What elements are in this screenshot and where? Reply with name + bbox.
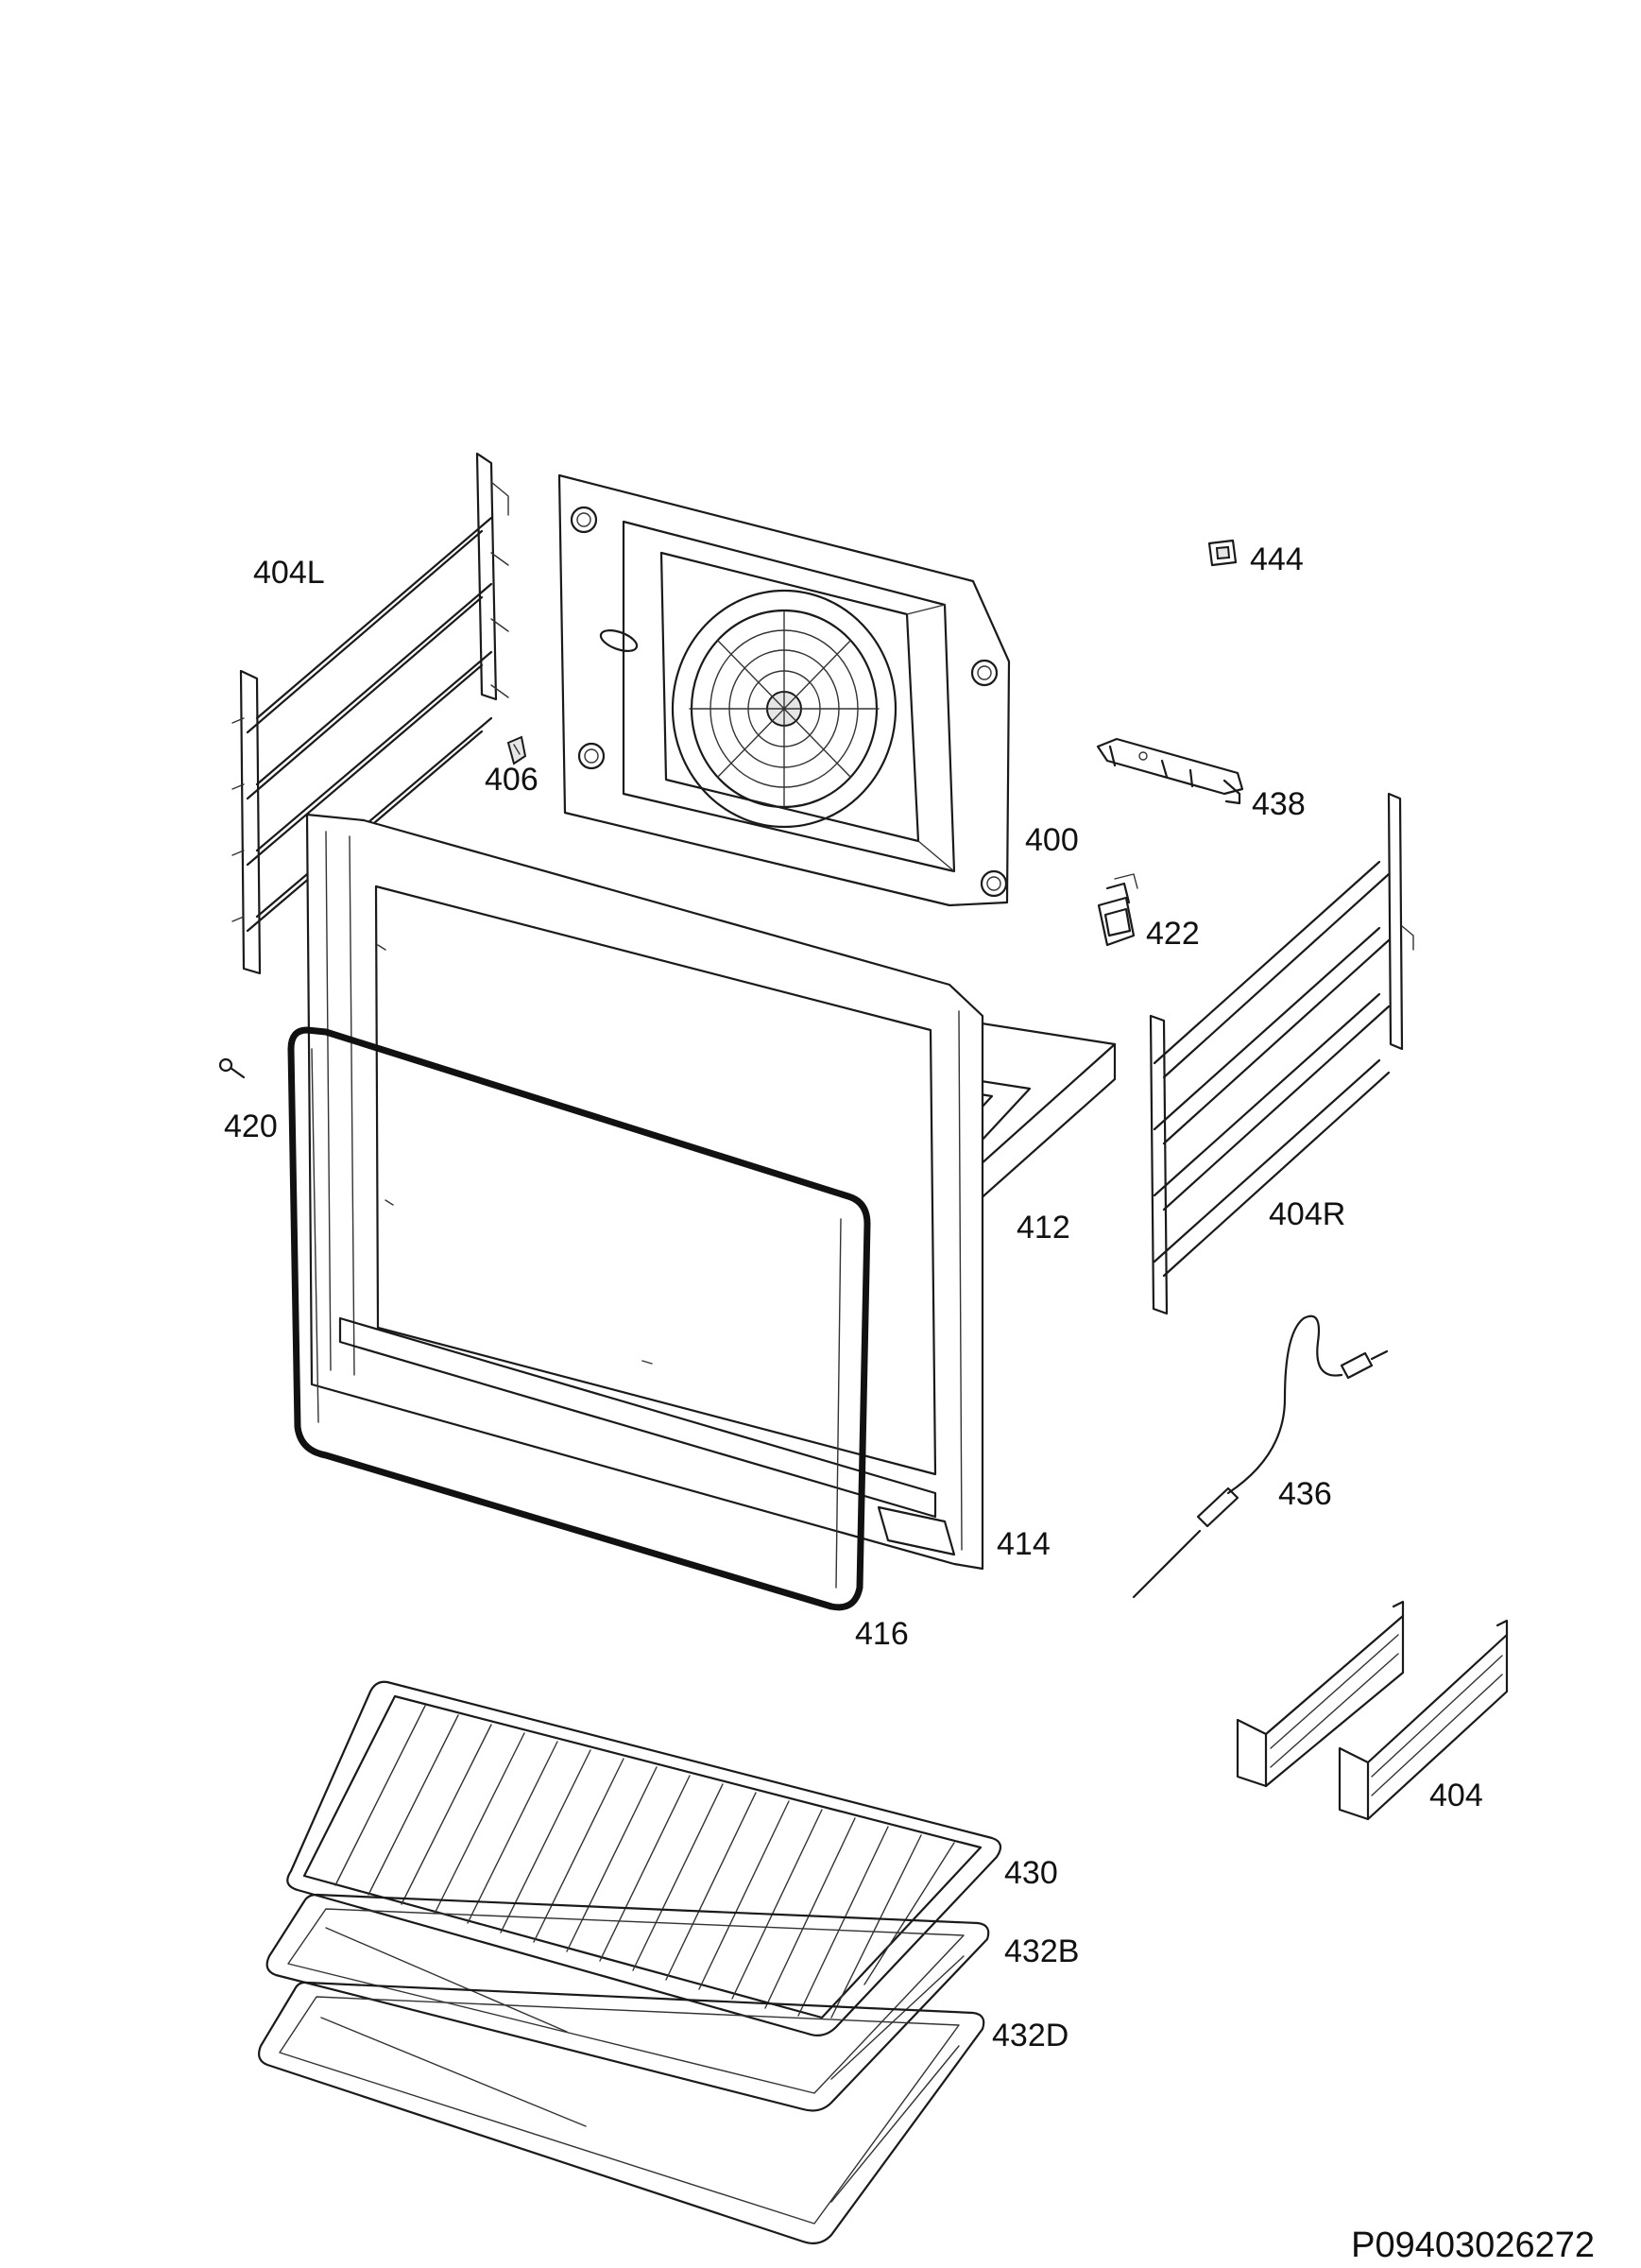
label-430: 430 — [1004, 1855, 1058, 1891]
meat-probe-drawing — [1132, 1314, 1389, 1599]
side-rack-right-drawing — [1149, 792, 1414, 1315]
label-444: 444 — [1250, 541, 1304, 577]
deep-tray-drawing — [258, 1981, 985, 2244]
bracket-drawing — [1096, 737, 1244, 805]
label-406: 406 — [485, 762, 538, 798]
label-436: 436 — [1278, 1476, 1332, 1512]
clip-drawing — [506, 735, 527, 765]
label-438: 438 — [1252, 786, 1306, 822]
label-432D: 432D — [992, 2018, 1068, 2053]
door-seal-drawing — [287, 1026, 871, 1611]
label-416: 416 — [855, 1616, 909, 1652]
lamp-holder-drawing — [1097, 873, 1138, 947]
label-400: 400 — [1025, 822, 1079, 858]
screw-drawing — [218, 1057, 246, 1079]
label-432B: 432B — [1004, 1933, 1079, 1969]
document-code: P09403026272 — [1351, 2225, 1595, 2265]
wire-shelf-drawing — [286, 1680, 1002, 2036]
label-422: 422 — [1146, 916, 1200, 952]
label-412: 412 — [1017, 1210, 1070, 1246]
label-414: 414 — [997, 1526, 1051, 1562]
telescopic-runners-drawing — [1236, 1600, 1509, 1821]
front-frame-drawing — [305, 813, 984, 1571]
socket-drawing — [1207, 539, 1238, 567]
label-404: 404 — [1429, 1778, 1483, 1813]
part-labels: 400 404L 404R 404 406 412 414 416 420 42… — [224, 541, 1483, 2053]
label-404R: 404R — [1269, 1196, 1345, 1232]
label-404L: 404L — [253, 555, 325, 591]
label-420: 420 — [224, 1108, 278, 1144]
baking-tray-drawing — [265, 1893, 990, 2112]
side-rack-left-drawing — [231, 452, 509, 975]
rear-panel-drawing — [557, 473, 1011, 907]
